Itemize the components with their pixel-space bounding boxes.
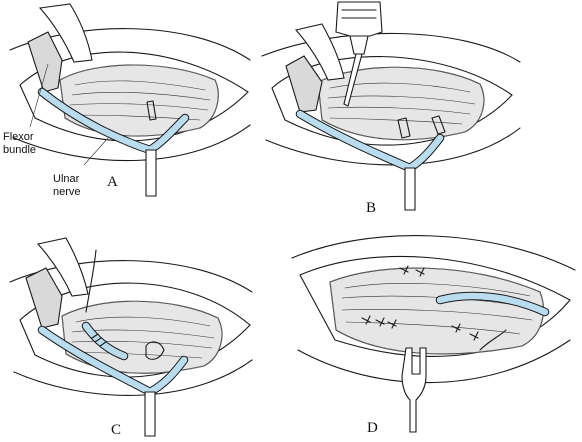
panel-d-ulnar-nerve: [436, 292, 549, 316]
panel-c-letter: C: [111, 422, 121, 438]
label-ulnar-line2: nerve: [53, 186, 81, 198]
panel-d-fork-retractor: [401, 347, 427, 433]
panel-a-letter: A: [107, 174, 118, 190]
panel-b-nerve-retractor: [404, 167, 416, 211]
panel-b-letter: B: [366, 200, 376, 216]
panel-c-suture-needle: [85, 249, 97, 313]
panel-a-muscle-bed: [59, 64, 219, 137]
ulnar-leader-line: [83, 137, 109, 166]
label-flexor-line1: Flexor: [3, 131, 34, 143]
panel-d-nerve-end: [479, 329, 507, 351]
panel-a-ulnar-nerve: [38, 88, 189, 154]
panel-b-ulnar-nerve: [296, 110, 444, 172]
panel-c-nerve-retractor: [144, 391, 156, 437]
panel-a-flexor-bundle: [27, 31, 63, 93]
label-flexor-line2: bundle: [3, 144, 36, 156]
panel-b-drill-bit: [343, 53, 363, 107]
panel-b-drill-body: [335, 1, 383, 37]
panel-d: D: [291, 235, 576, 436]
panel-a: Flexor bundle Ulnar nerve A: [3, 3, 251, 198]
panel-b-drill-chuck: [349, 35, 369, 55]
panel-b-flexor-bundle: [285, 55, 323, 113]
panel-b: B: [261, 1, 521, 216]
panel-c: C: [9, 237, 253, 438]
flexor-leader-line: [29, 63, 49, 128]
panel-c-sutures: [91, 333, 107, 347]
panel-c-retractor: [36, 237, 89, 297]
panel-a-nerve-retractor: [145, 149, 157, 197]
label-ulnar-line1: Ulnar: [53, 173, 80, 185]
panel-a-retractor: [38, 3, 93, 63]
panel-b-retractor: [294, 23, 345, 81]
panel-c-ulnar-nerve: [38, 326, 188, 396]
panel-d-sutures: [361, 265, 479, 341]
panel-d-letter: D: [367, 420, 378, 436]
panel-c-flexor-bundle: [25, 267, 63, 329]
